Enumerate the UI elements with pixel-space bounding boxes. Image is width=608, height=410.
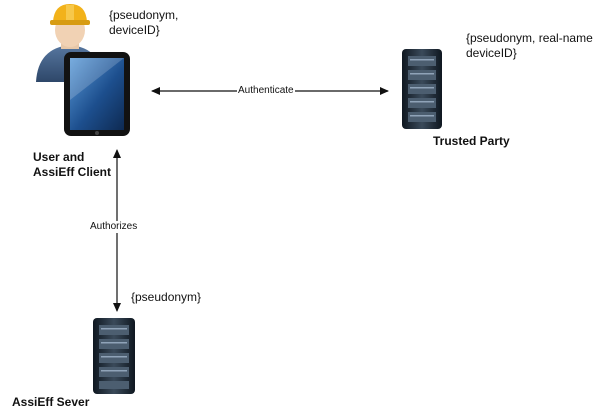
client-attr-line-2: deviceID} <box>109 23 160 37</box>
trusted-party-attributes: {pseudonym, real-name deviceID} <box>466 31 593 61</box>
client-node-title: User and AssiEff Client <box>33 150 111 180</box>
trusted-party-title: Trusted Party <box>433 134 510 148</box>
server-attributes: {pseudonym} <box>131 290 202 304</box>
client-title-line-2: AssiEff Client <box>33 165 112 179</box>
client-attributes: {pseudonym, deviceID} <box>109 8 178 38</box>
assieff-server-icon <box>93 318 135 394</box>
authorizes-label: Authorizes <box>89 221 139 233</box>
tablet-icon <box>64 52 130 136</box>
client-title-line-1: User and <box>33 150 85 164</box>
client-attr-line-1: {pseudonym, <box>109 8 179 22</box>
server-title: AssiEff Sever <box>12 395 90 409</box>
trusted-party-attr-line-1: {pseudonym, real-name <box>466 31 593 45</box>
authenticate-label: Authenticate <box>237 85 295 97</box>
trusted-party-server-icon <box>402 49 442 129</box>
trusted-party-attr-line-2: deviceID} <box>466 46 517 60</box>
